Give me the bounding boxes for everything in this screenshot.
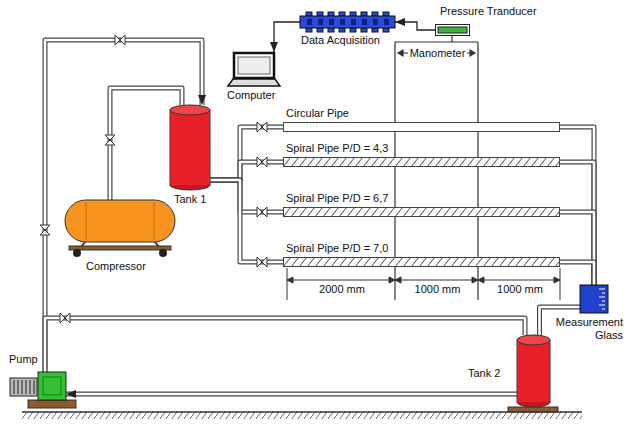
pipe-bore xyxy=(210,180,283,212)
test-pipe: Spiral Pipe P/D = 7,0 xyxy=(283,257,560,267)
ground xyxy=(22,400,582,419)
pressure-transducer-shape xyxy=(435,24,470,36)
node-label: Data Acquisition xyxy=(300,34,381,47)
pipe-bore xyxy=(560,262,594,285)
dimension: 2000 mm xyxy=(287,283,397,296)
node-label: Spiral Pipe P/D = 4,3 xyxy=(285,142,389,155)
pipe-wall xyxy=(210,162,283,180)
dimension: 1000 mm xyxy=(395,283,480,296)
pump: Pump xyxy=(38,372,66,400)
arrow-head xyxy=(66,394,517,395)
arrow-head xyxy=(210,180,283,262)
pipe-wall xyxy=(210,127,283,180)
tank: Tank 1 xyxy=(170,105,210,190)
test-pipe: Spiral Pipe P/D = 6,7 xyxy=(283,207,560,217)
arrow-head xyxy=(210,162,283,180)
pipe-line xyxy=(560,212,594,285)
measurement-glass: Measurement Glass xyxy=(580,285,608,313)
node-label: Spiral Pipe P/D = 6,7 xyxy=(285,192,389,205)
pump-motor xyxy=(10,378,37,396)
test-pipe-shape xyxy=(283,207,560,217)
pipe-bore xyxy=(210,162,283,180)
test-pipe-shape xyxy=(283,257,560,267)
pipe-wall xyxy=(66,392,517,397)
node-label: Measurement Glass xyxy=(552,316,624,342)
node-label: Pressure Tranducer xyxy=(439,5,538,18)
pipe-wall xyxy=(45,40,202,372)
arrow-head xyxy=(395,22,435,30)
signal-stroke xyxy=(274,22,300,52)
pipe-line xyxy=(210,180,283,262)
pipe-bore xyxy=(560,127,594,285)
pipe-line xyxy=(210,180,283,212)
pipe-wall xyxy=(210,180,283,212)
signal-line xyxy=(274,22,300,52)
node-label: Compressor xyxy=(85,260,147,273)
test-pipe-shape xyxy=(283,122,560,132)
pipe-line xyxy=(45,40,202,372)
pipe-wall xyxy=(560,127,594,285)
node-label: Computer xyxy=(226,89,276,102)
arrow-head xyxy=(560,162,594,285)
node-label: Spiral Pipe P/D = 7,0 xyxy=(285,242,389,255)
data-acquisition-unit: Data Acquisition xyxy=(300,12,395,32)
pipe-wall xyxy=(560,212,594,285)
test-pipe: Circular Pipe xyxy=(283,122,560,132)
dimension-text: 1000 mm xyxy=(413,283,463,295)
pipe-line xyxy=(560,162,594,285)
signal-stroke xyxy=(395,22,435,30)
node-label: Circular Pipe xyxy=(285,107,350,120)
pressure-transducer: Pressure Tranducer xyxy=(435,24,470,36)
pipe-line xyxy=(560,262,594,285)
tank-shape xyxy=(170,105,210,190)
pipe-line xyxy=(210,127,283,180)
arrow-head xyxy=(560,212,594,285)
compressor-shape xyxy=(65,200,175,242)
arrow-head xyxy=(210,180,283,212)
pipe-bore xyxy=(45,40,202,372)
arrow-head xyxy=(560,262,594,285)
node-label: Tank 1 xyxy=(173,193,207,206)
signal-line xyxy=(395,22,435,30)
pipe-wall xyxy=(560,262,594,285)
manometer-label-text: Manometer xyxy=(408,47,468,59)
node-label: Pump xyxy=(8,353,39,366)
arrow-head xyxy=(560,127,594,285)
dimension: 1000 mm xyxy=(478,283,562,296)
pipe-bore xyxy=(560,212,594,285)
pipe-line xyxy=(560,127,594,285)
pipe-wall xyxy=(210,180,283,262)
pipe-wall xyxy=(560,162,594,285)
computer-icon: Computer xyxy=(228,52,280,86)
arrow-head xyxy=(210,127,283,180)
pipe-line xyxy=(210,162,283,180)
data-acquisition-unit-shape xyxy=(300,12,395,32)
pump-shape xyxy=(38,372,66,400)
measurement-glass-shape xyxy=(580,285,608,313)
manometer-label: Manometer xyxy=(395,47,480,60)
pipe-bore xyxy=(45,318,525,372)
arrow-head xyxy=(45,318,525,372)
pipe-bore xyxy=(210,127,283,180)
arrow-head xyxy=(45,40,202,372)
pipe-line xyxy=(45,318,525,372)
pipe-wall xyxy=(45,318,525,372)
pipe-bore xyxy=(66,393,517,396)
arrow-head xyxy=(274,22,300,52)
tank-shape xyxy=(517,335,550,407)
pipe-line xyxy=(66,394,517,395)
pipe-bore xyxy=(560,162,594,285)
test-pipe: Spiral Pipe P/D = 4,3 xyxy=(283,157,560,167)
pipe-bore xyxy=(210,180,283,262)
dimension-lines xyxy=(287,268,560,300)
tank: Tank 2 xyxy=(517,335,550,407)
computer-icon-shape xyxy=(228,52,280,86)
test-pipe-shape xyxy=(283,157,560,167)
dimension-text: 2000 mm xyxy=(317,283,367,295)
node-label: Tank 2 xyxy=(467,367,501,380)
dimension-text: 1000 mm xyxy=(495,283,545,295)
compressor: Compressor xyxy=(65,200,175,242)
